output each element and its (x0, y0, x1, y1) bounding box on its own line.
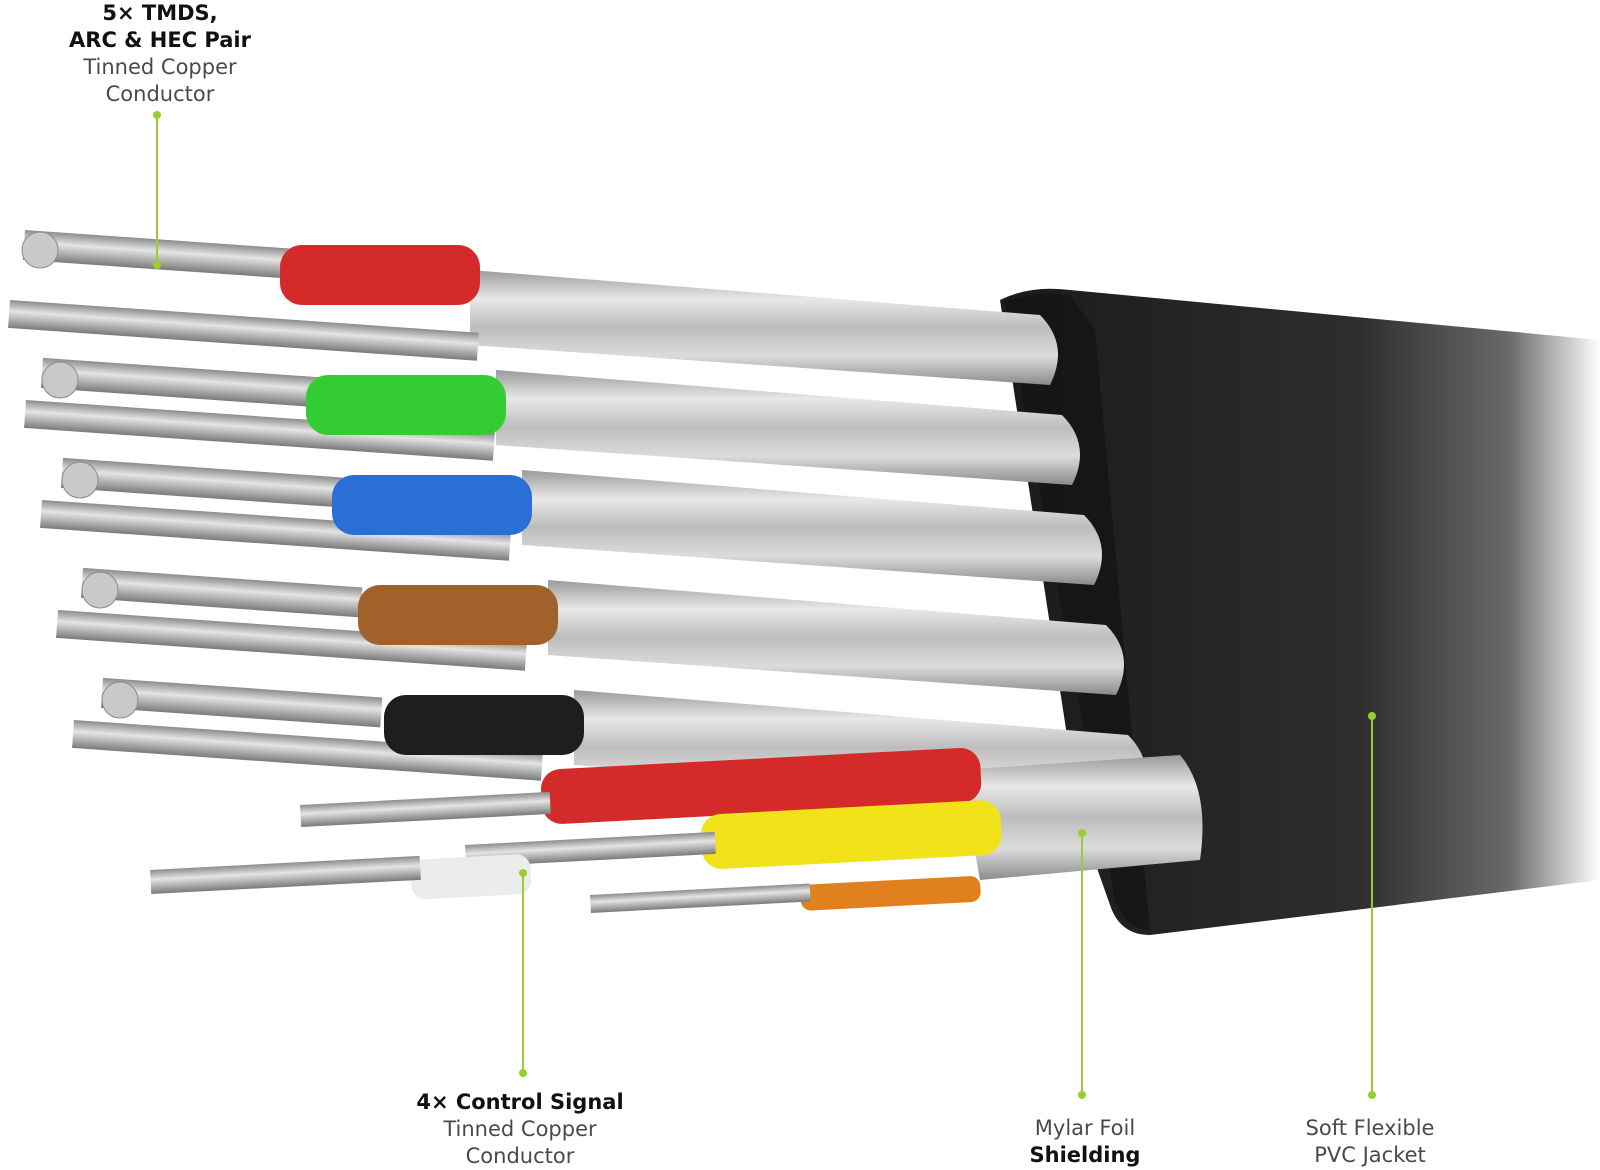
bare-conductor (22, 229, 305, 280)
strand-end (81, 571, 119, 609)
pair-blue (40, 457, 532, 561)
callout-tmds-title-line2: ARC & HEC Pair (69, 28, 251, 52)
callout-dot-tmds-bottom (153, 261, 161, 269)
insulation-red (280, 245, 480, 305)
white-insulation-wire (150, 854, 532, 900)
callout-jacket-line1: Soft Flexible (1305, 1116, 1435, 1140)
callout-pvc-jacket: Soft Flexible PVC Jacket (1250, 1115, 1490, 1169)
bare-conductor (24, 400, 495, 461)
callout-jacket-line2: PVC Jacket (1314, 1143, 1426, 1167)
control-signal-bundle (150, 747, 1203, 913)
callout-dot-jacket-bottom (1368, 1091, 1376, 1099)
strand-end (41, 361, 79, 399)
callout-dot-mylar-bottom (1078, 1091, 1086, 1099)
pair-red (8, 229, 480, 361)
foil-tube-brown (548, 580, 1124, 695)
strand-end (61, 461, 99, 499)
foil-shielded-pairs (470, 270, 1146, 805)
conductors (8, 229, 584, 781)
bare-conductor (40, 357, 323, 408)
callout-dot-jacket-top (1368, 712, 1376, 720)
callout-control-signal: 4× Control Signal Tinned Copper Conducto… (390, 1089, 650, 1170)
bare-conductor (40, 500, 511, 561)
callout-control-sub-line1: Tinned Copper (443, 1117, 597, 1141)
callout-tmds-sub-line2: Conductor (105, 82, 215, 106)
callout-mylar-line2: Shielding (1029, 1143, 1141, 1167)
insulation-blue (332, 475, 532, 535)
callout-dot-tmds-top (153, 111, 161, 119)
strand-end (101, 681, 139, 719)
bare-conductor (8, 300, 479, 361)
insulation-brown (358, 585, 558, 645)
callout-mylar-line1: Mylar Foil (1034, 1116, 1136, 1140)
bare-conductor (80, 567, 363, 618)
callout-tmds: 5× TMDS, ARC & HEC Pair Tinned Copper Co… (40, 0, 280, 108)
bare-conductor (56, 610, 527, 671)
pair-black (72, 677, 584, 781)
foil-tube-red (470, 270, 1058, 385)
callout-mylar-foil: Mylar Foil Shielding (980, 1115, 1190, 1169)
callout-control-sub-line2: Conductor (465, 1144, 575, 1168)
insulation-green (306, 375, 506, 435)
bare-conductor (60, 457, 343, 508)
yellow-insulation-wire (465, 800, 1002, 869)
red-insulation-wire (300, 747, 982, 827)
callout-tmds-sub-line1: Tinned Copper (83, 55, 237, 79)
strand-end (21, 231, 59, 269)
control-foil (960, 755, 1203, 880)
callout-dot-control-bottom (519, 1069, 527, 1077)
foil-tube-blue (522, 470, 1102, 585)
callout-tmds-title-line1: 5× TMDS, (102, 1, 218, 25)
pair-green (24, 357, 506, 461)
insulation-black (384, 695, 584, 755)
callout-control-title: 4× Control Signal (416, 1090, 624, 1114)
bare-conductor (72, 720, 543, 781)
callout-lines (153, 111, 1376, 1099)
bare-conductor (100, 677, 383, 728)
callout-dot-mylar-top (1078, 829, 1086, 837)
orange-insulation-wire (590, 876, 981, 913)
foil-tube-green (496, 370, 1080, 485)
pair-brown (56, 567, 558, 671)
callout-dot-control-top (519, 869, 527, 877)
